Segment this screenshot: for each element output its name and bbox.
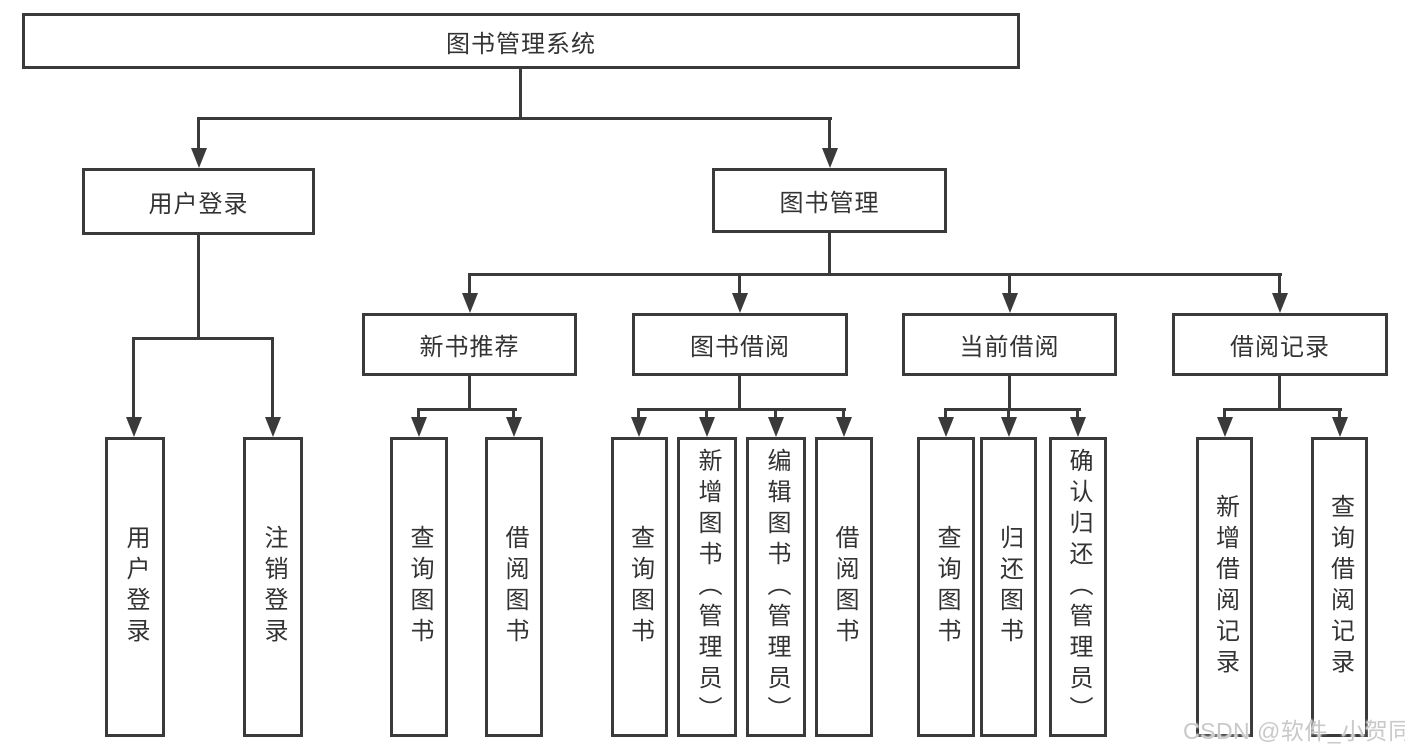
- leaf-add-borrow-record-label: 新增借阅记录: [1211, 494, 1239, 680]
- connector-line: [417, 408, 517, 411]
- arrow-down-icon: [1070, 417, 1086, 437]
- connector-line: [1008, 273, 1011, 297]
- arrow-down-icon: [1332, 417, 1348, 437]
- arrow-down-icon: [699, 417, 715, 437]
- leaf-add-borrow-record: 新增借阅记录: [1196, 437, 1253, 737]
- connector-line: [1223, 408, 1342, 411]
- connector-line: [637, 408, 846, 411]
- connector-line: [197, 117, 832, 120]
- arrow-down-icon: [126, 417, 142, 437]
- leaf-query-books-borrowing-label: 查询图书: [626, 525, 654, 649]
- connector-line: [637, 408, 640, 420]
- leaf-confirm-return-admin: 确认归还（管理员）: [1049, 437, 1107, 737]
- arrow-down-icon: [1001, 417, 1017, 437]
- arrow-down-icon: [1272, 293, 1288, 313]
- connector-line: [417, 408, 420, 420]
- connector-line: [842, 408, 845, 420]
- leaf-user-login: 用户登录: [105, 437, 165, 737]
- connector-line: [738, 273, 741, 297]
- leaf-query-borrow-record: 查询借阅记录: [1311, 437, 1368, 737]
- node-book-borrowing-label: 图书借阅: [690, 334, 790, 361]
- leaf-query-books-borrowing: 查询图书: [611, 437, 668, 737]
- connector-line: [197, 117, 200, 152]
- node-borrowing-records-label: 借阅记录: [1230, 334, 1330, 361]
- leaf-borrow-books: 借阅图书: [815, 437, 873, 737]
- leaf-add-books-admin: 新增图书（管理员）: [677, 437, 737, 737]
- connector-line: [197, 235, 200, 337]
- connector-line: [512, 408, 515, 420]
- arrow-down-icon: [191, 148, 207, 168]
- leaf-query-books-current: 查询图书: [917, 437, 975, 737]
- leaf-edit-books-admin-label: 编辑图书（管理员）: [763, 447, 790, 727]
- arrow-down-icon: [462, 293, 478, 313]
- connector-line: [1007, 408, 1010, 420]
- connector-line: [271, 337, 274, 419]
- leaf-return-books: 归还图书: [980, 437, 1037, 737]
- arrow-down-icon: [1217, 417, 1233, 437]
- node-book-management: 图书管理: [712, 168, 947, 233]
- node-book-borrowing: 图书借阅: [632, 313, 848, 376]
- leaf-query-books-recommend-label: 查询图书: [406, 525, 433, 649]
- arrow-down-icon: [822, 148, 838, 168]
- leaf-borrow-books-recommend: 借阅图书: [485, 437, 543, 737]
- arrow-down-icon: [631, 417, 647, 437]
- leaf-query-books-current-label: 查询图书: [933, 525, 960, 649]
- leaf-query-borrow-record-label: 查询借阅记录: [1326, 494, 1354, 680]
- connector-line: [944, 408, 947, 420]
- arrow-down-icon: [411, 417, 427, 437]
- connector-line: [1076, 408, 1079, 420]
- connector-line: [1338, 408, 1341, 420]
- connector-line: [828, 233, 831, 273]
- connector-line: [1278, 376, 1281, 408]
- leaf-add-books-admin-label: 新增图书（管理员）: [694, 447, 721, 727]
- leaf-return-books-label: 归还图书: [995, 525, 1023, 649]
- csdn-watermark: CSDN @软件_小贺同学: [1183, 718, 1405, 744]
- leaf-query-books-recommend: 查询图书: [390, 437, 448, 737]
- node-root-label: 图书管理系统: [446, 30, 596, 58]
- connector-line: [468, 376, 471, 408]
- node-user-login-label: 用户登录: [148, 191, 249, 218]
- arrow-down-icon: [836, 417, 852, 437]
- connector-line: [705, 408, 708, 420]
- arrow-down-icon: [938, 417, 954, 437]
- arrow-down-icon: [732, 293, 748, 313]
- node-current-borrowing: 当前借阅: [902, 313, 1117, 376]
- arrow-down-icon: [506, 417, 522, 437]
- connector-line: [774, 408, 777, 420]
- connector-line: [1008, 376, 1011, 408]
- leaf-user-login-label: 用户登录: [122, 525, 149, 649]
- leaf-logout-label: 注销登录: [260, 525, 287, 649]
- connector-line: [1278, 273, 1281, 297]
- leaf-borrow-books-label: 借阅图书: [831, 525, 858, 649]
- node-new-book-recommend: 新书推荐: [362, 313, 577, 376]
- leaf-confirm-return-admin-label: 确认归还（管理员）: [1065, 447, 1092, 727]
- node-borrowing-records: 借阅记录: [1172, 313, 1388, 376]
- arrow-down-icon: [1002, 293, 1018, 313]
- connector-line: [132, 337, 274, 340]
- leaf-edit-books-admin: 编辑图书（管理员）: [746, 437, 806, 737]
- node-user-login: 用户登录: [82, 168, 315, 235]
- arrow-down-icon: [265, 417, 281, 437]
- node-current-borrowing-label: 当前借阅: [959, 334, 1060, 361]
- leaf-logout: 注销登录: [243, 437, 303, 737]
- connector-line: [944, 408, 1081, 411]
- leaf-borrow-books-recommend-label: 借阅图书: [501, 525, 528, 649]
- connector-line: [1223, 408, 1226, 420]
- node-root: 图书管理系统: [22, 13, 1020, 69]
- connector-line: [468, 273, 1282, 276]
- connector-line: [132, 337, 135, 419]
- connector-line: [468, 273, 471, 297]
- connector-line: [828, 117, 831, 152]
- connector-line: [738, 376, 741, 408]
- arrow-down-icon: [768, 417, 784, 437]
- node-new-book-recommend-label: 新书推荐: [419, 334, 520, 361]
- connector-line: [519, 68, 522, 117]
- node-book-management-label: 图书管理: [779, 190, 880, 217]
